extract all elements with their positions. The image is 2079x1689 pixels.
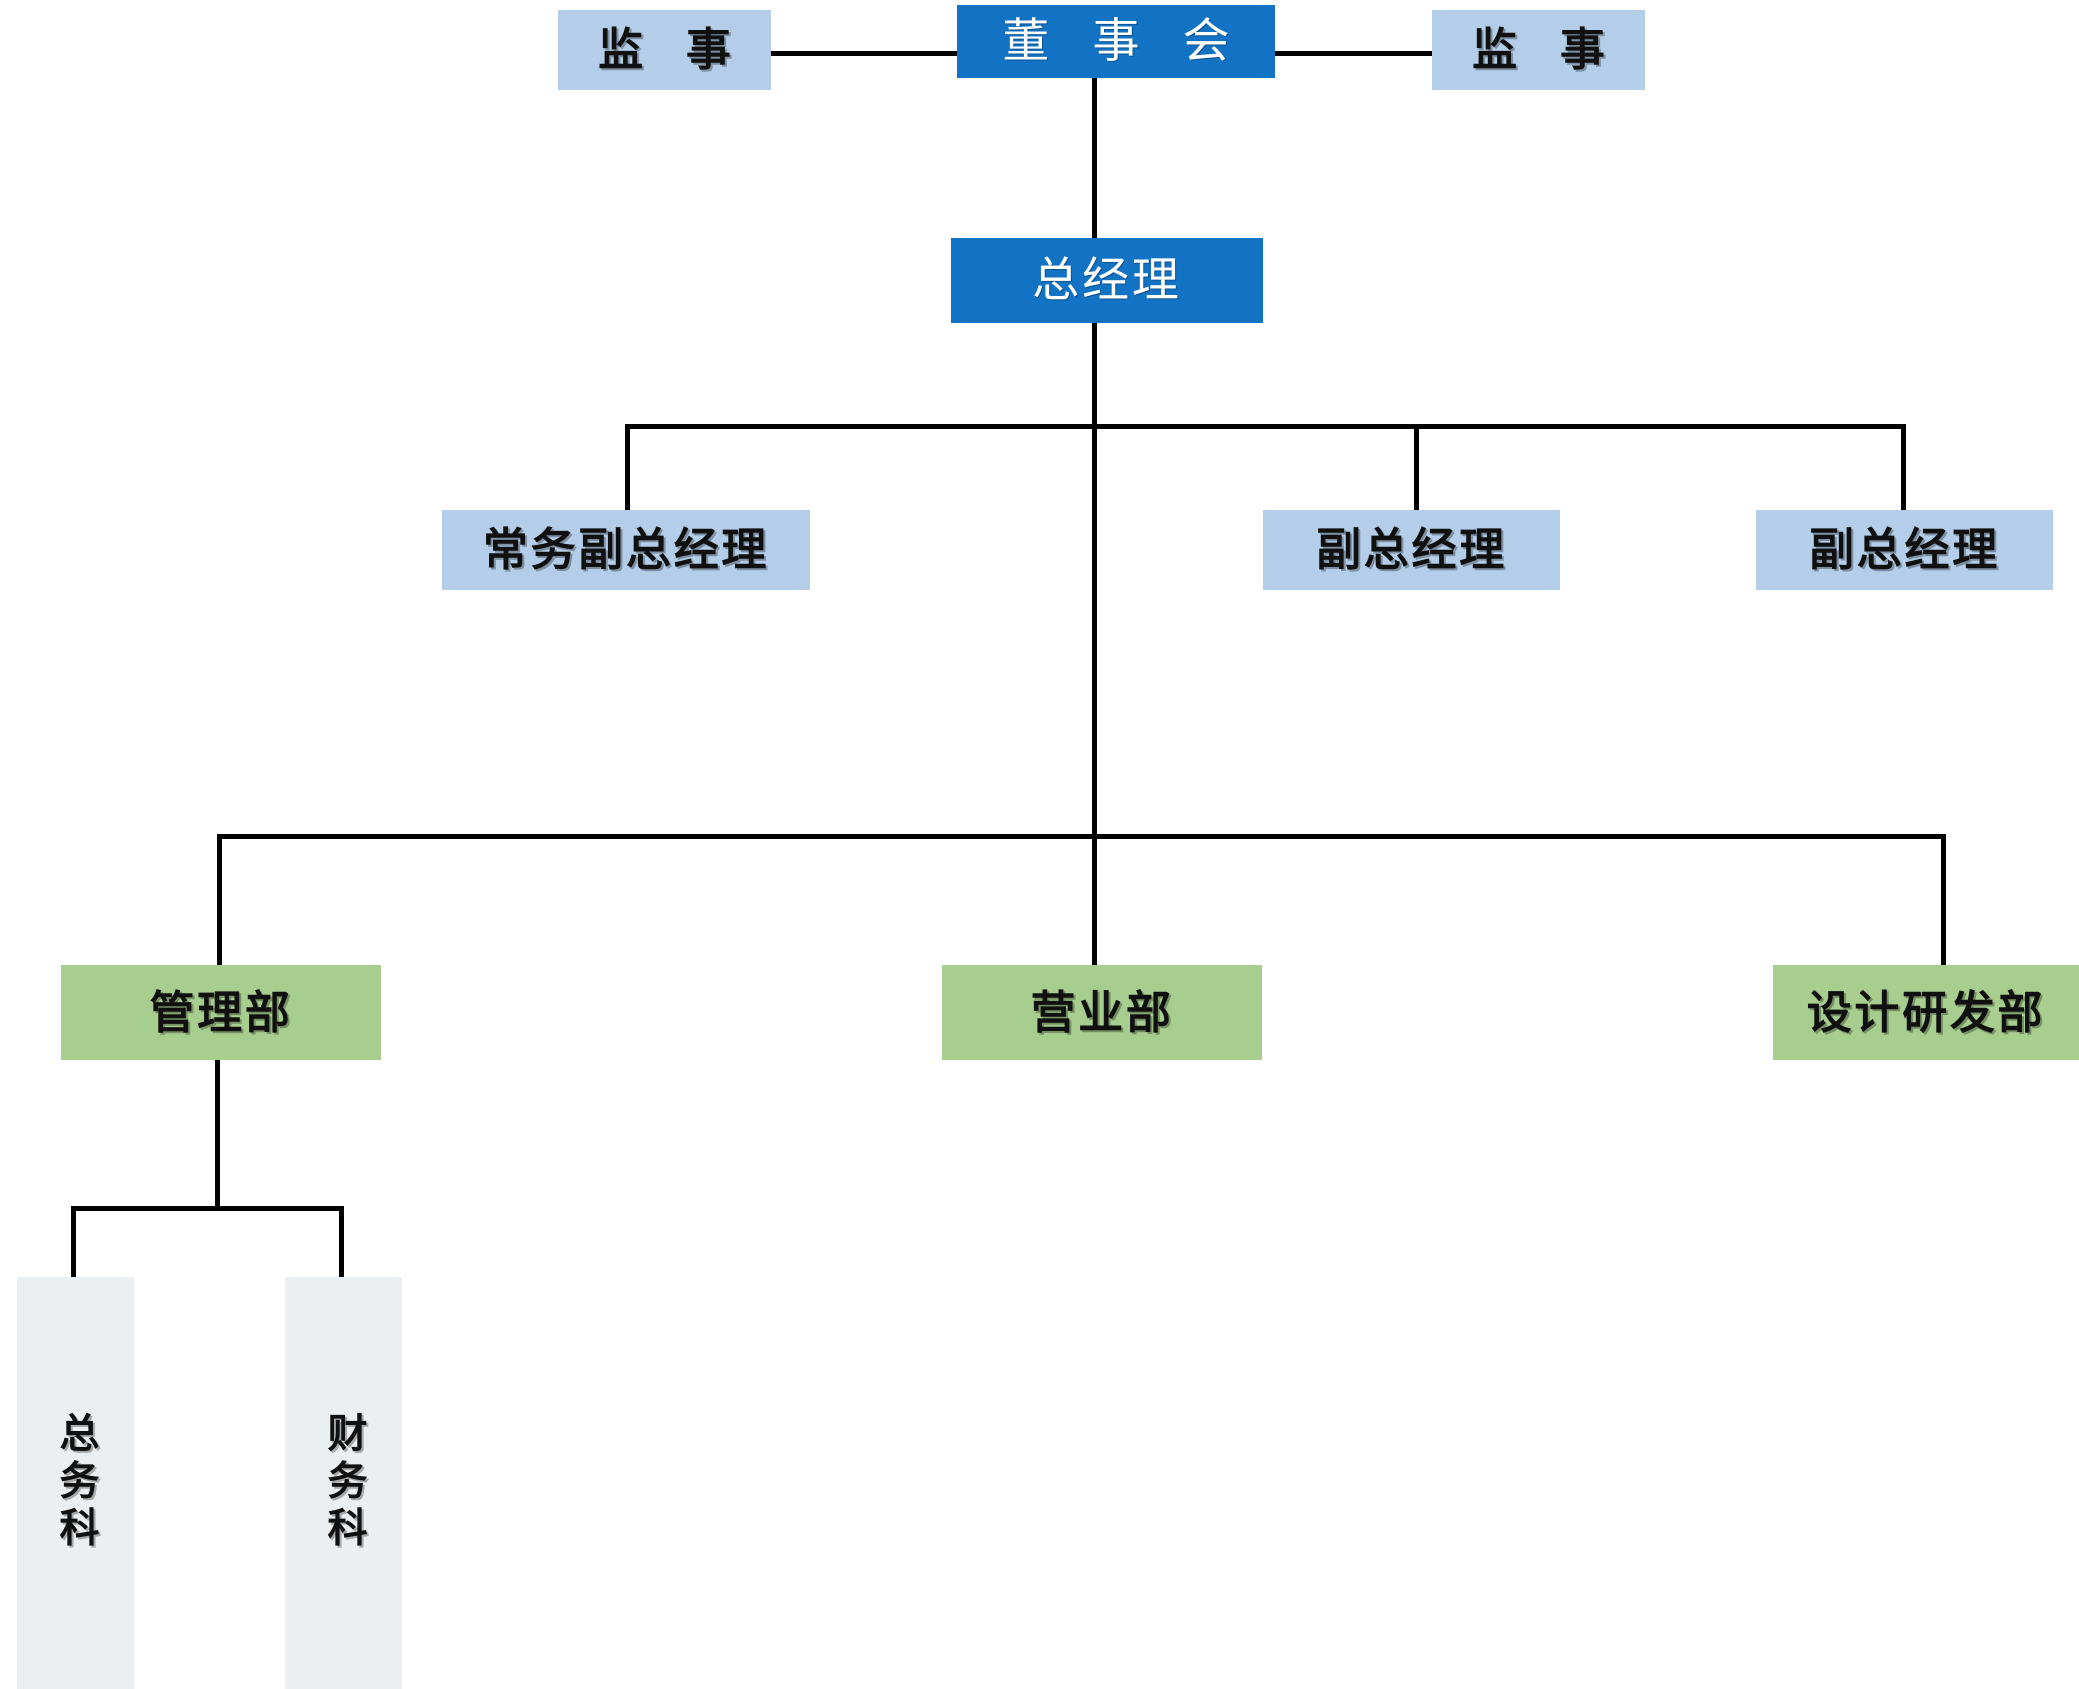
edge-gm-spine-lower xyxy=(1092,424,1097,839)
edge-management-spine xyxy=(215,1060,220,1210)
node-department-design-rd[interactable]: 设计研发部 xyxy=(1773,965,2079,1060)
node-general-manager[interactable]: 总经理 xyxy=(951,238,1263,323)
edge-drop-dept-sales xyxy=(1092,834,1097,966)
node-vice-general-manager-1[interactable]: 副总经理 xyxy=(1263,510,1560,590)
node-board-of-directors[interactable]: 董 事 会 xyxy=(957,5,1275,78)
edge-drop-section-finance xyxy=(339,1206,344,1281)
edge-drop-dept-design-rd xyxy=(1941,834,1946,966)
node-section-general-affairs[interactable]: 总务科 xyxy=(17,1277,134,1689)
edge-drop-exec-vice-gm xyxy=(625,424,630,511)
edge-drop-vice-gm-2 xyxy=(1901,424,1906,511)
edge-drop-section-general-affairs xyxy=(71,1206,76,1281)
edge-department-row-bar xyxy=(217,834,1945,839)
node-supervisor-left[interactable]: 监 事 xyxy=(558,10,771,90)
node-department-sales[interactable]: 营业部 xyxy=(942,965,1262,1060)
edge-gm-spine-upper xyxy=(1092,323,1097,429)
edge-board-to-general-manager xyxy=(1092,74,1097,240)
node-section-finance[interactable]: 财务科 xyxy=(285,1277,402,1689)
node-executive-vice-general-manager[interactable]: 常务副总经理 xyxy=(442,510,810,590)
edge-supervisor-left-to-board xyxy=(768,51,960,56)
node-vice-general-manager-2[interactable]: 副总经理 xyxy=(1756,510,2053,590)
node-department-management[interactable]: 管理部 xyxy=(61,965,381,1060)
edge-drop-vice-gm-1 xyxy=(1414,424,1419,511)
edge-drop-dept-management xyxy=(217,834,222,966)
edge-section-row-bar xyxy=(71,1206,343,1211)
edge-vice-row-bar xyxy=(625,424,1906,429)
node-supervisor-right[interactable]: 监 事 xyxy=(1432,10,1645,90)
edge-board-to-supervisor-right xyxy=(1273,51,1435,56)
